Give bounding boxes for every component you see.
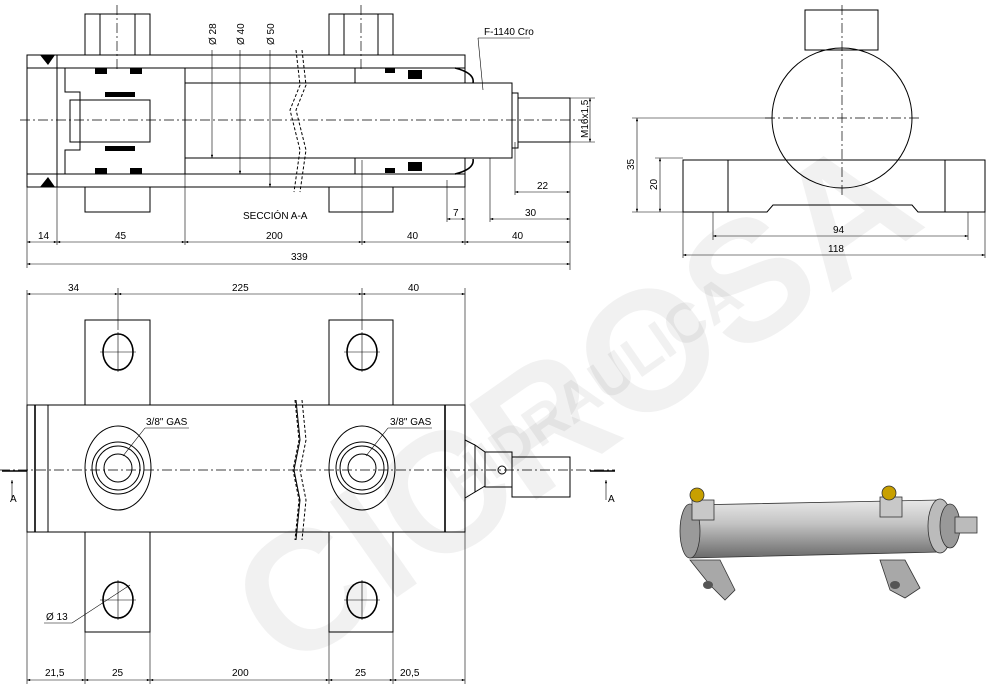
plan-top-dims: 34 225 40 bbox=[26, 283, 466, 405]
dim-7: 7 bbox=[453, 208, 459, 219]
dimension-label: 40 bbox=[407, 231, 419, 242]
foot-left bbox=[84, 186, 151, 213]
dimension-label: 118 bbox=[828, 244, 844, 255]
plan-view: A A 3/8" GAS 3/8" GAS Ø 13 34 225 40 bbox=[0, 283, 615, 684]
dia-28-label: Ø 28 bbox=[208, 23, 219, 45]
section-mark-left: A bbox=[10, 494, 17, 505]
port-boss-left bbox=[84, 13, 151, 56]
dia-40-label: Ø 40 bbox=[236, 23, 247, 45]
dimension-label: 25 bbox=[355, 668, 367, 679]
fitting-left bbox=[689, 487, 705, 503]
thread-label: M16x1,5 bbox=[580, 99, 591, 138]
dim-22: 22 bbox=[537, 181, 549, 192]
hole-dia-label: Ø 13 bbox=[46, 612, 68, 623]
gland bbox=[354, 67, 466, 175]
rod-thread-plan bbox=[511, 456, 571, 498]
tube-wall-top bbox=[26, 54, 466, 69]
foot-right bbox=[328, 186, 394, 213]
cylinder-3d-render bbox=[679, 485, 978, 601]
port-label-left: 3/8" GAS bbox=[146, 417, 188, 428]
dimension-label: 20 bbox=[649, 178, 660, 190]
dimension-label: 40 bbox=[512, 231, 524, 242]
dimension-label: 25 bbox=[112, 668, 124, 679]
end-view: 35 20 94 118 bbox=[626, 5, 986, 258]
dia-50-label: Ø 50 bbox=[266, 23, 277, 45]
dimension-label: 45 bbox=[115, 231, 127, 242]
overall-length: 339 bbox=[291, 252, 308, 263]
port-label-right: 3/8" GAS bbox=[390, 417, 432, 428]
dimension-label: 14 bbox=[38, 231, 50, 242]
dim-30: 30 bbox=[525, 208, 537, 219]
dimension-label: 21,5 bbox=[45, 668, 65, 679]
dimension-label: 34 bbox=[68, 283, 80, 294]
piston-bore bbox=[69, 99, 151, 143]
dimension-label: 225 bbox=[232, 283, 249, 294]
section-title: SECCIÓN A-A bbox=[243, 209, 308, 222]
section-view: Ø 28 Ø 40 Ø 50 F-1140 Cro SECCIÓN A-A M1… bbox=[20, 5, 595, 270]
port-right bbox=[328, 425, 396, 511]
rod bbox=[184, 82, 513, 159]
dimension-label: 94 bbox=[833, 225, 845, 236]
dimension-label: 20,5 bbox=[400, 668, 420, 679]
piston bbox=[64, 67, 186, 175]
tube-wall-bottom bbox=[26, 173, 466, 188]
port-boss bbox=[804, 9, 879, 51]
dimension-label: 200 bbox=[232, 668, 249, 679]
end-cap bbox=[26, 54, 58, 188]
watermark: CICROSA HIDRAULICA bbox=[199, 99, 950, 698]
plan-bottom-dims: 21,5 25 200 25 20,5 bbox=[26, 532, 466, 684]
dimension-label: 200 bbox=[266, 231, 283, 242]
foot-top-right bbox=[328, 319, 394, 406]
section-dims-row: 14 45 200 40 40 339 bbox=[26, 158, 571, 268]
part-label: F-1140 Cro bbox=[484, 27, 534, 38]
foot-top-left bbox=[84, 319, 151, 406]
port-left bbox=[84, 425, 152, 511]
dimension-label: 35 bbox=[626, 158, 637, 170]
section-mark-right: A bbox=[608, 494, 615, 505]
dimension-label: 40 bbox=[408, 283, 420, 294]
fitting-right bbox=[881, 485, 897, 501]
